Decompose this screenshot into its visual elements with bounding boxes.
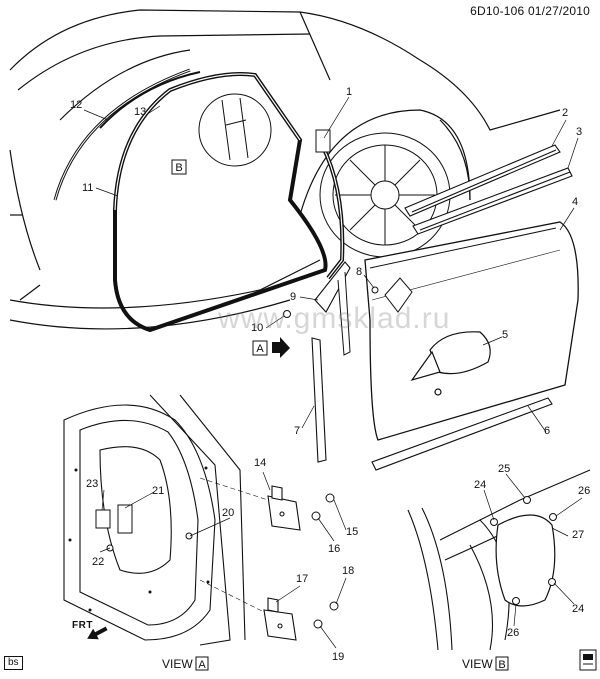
part-label-11: 11 [82, 182, 93, 194]
leader-dashes [199, 477, 269, 613]
part-label-22: 22 [92, 556, 104, 568]
part-label-5: 5 [502, 329, 508, 341]
part-label-26: 26 [578, 485, 590, 497]
leader-lines [83, 96, 583, 649]
hinge-bolts [311, 493, 339, 629]
part-label-12: 12 [70, 99, 82, 111]
part-label-13: 13 [134, 106, 146, 118]
part-label-24: 24 [474, 479, 486, 491]
window-regulator [95, 504, 193, 552]
front-label: FRT [72, 620, 93, 631]
door-inner-frame [63, 394, 246, 646]
quarter-trim-panel [495, 514, 556, 607]
part-label-21: 21 [152, 485, 164, 497]
part-label-2: 2 [562, 107, 568, 119]
view-b-letter: B [498, 659, 505, 671]
part-label-4: 4 [572, 196, 578, 208]
part-label-7: 7 [294, 425, 300, 437]
part-label-18: 18 [342, 565, 354, 577]
view-a-arrow [272, 337, 290, 358]
front-arrow [87, 626, 108, 640]
callout-a-box [252, 340, 268, 356]
callout-a-letter: A [256, 343, 264, 355]
corner-tag: bs [4, 656, 23, 670]
part-label-17: 17 [296, 573, 308, 585]
door-panel [364, 221, 579, 441]
callout-b-box [171, 159, 187, 175]
part-label-16: 16 [328, 543, 340, 555]
part-label-1: 1 [346, 86, 352, 98]
part-label-6: 6 [544, 425, 550, 437]
part-label-20: 20 [222, 507, 234, 519]
diagram-reference: 6D10-106 01/27/2010 [470, 4, 590, 18]
part-label-24-lower: 24 [572, 603, 584, 615]
callout-b-letter: B [175, 162, 182, 174]
mirror-bolt [371, 286, 379, 294]
mirror-patch [314, 261, 351, 313]
upper-hinge [267, 485, 301, 531]
view-a-scatter-dots [68, 466, 210, 612]
part-label-9: 9 [290, 291, 296, 303]
part-number-labels: 1 2 3 4 5 6 7 8 9 10 11 12 13 14 15 16 1… [70, 86, 590, 663]
detail-circle [198, 93, 272, 167]
window-channel [311, 337, 327, 463]
roof-rail-seal [99, 71, 201, 129]
part-label-3: 3 [576, 126, 582, 138]
part-label-26-lower: 26 [507, 627, 519, 639]
view-b-word: VIEW [462, 657, 493, 671]
lower-hinge [263, 597, 297, 641]
part-label-8: 8 [356, 266, 362, 278]
lower-door-molding [371, 397, 553, 471]
part-label-19: 19 [332, 651, 344, 663]
part-label-27: 27 [572, 529, 584, 541]
part-label-15: 15 [346, 526, 358, 538]
view-a-letter: A [198, 659, 206, 671]
belt-moldings [404, 144, 573, 235]
part-label-23: 23 [86, 478, 98, 490]
outside-mirror [410, 331, 491, 396]
watermark: www.gmsklad.ru [218, 302, 451, 335]
diagram-date: 01/27/2010 [527, 4, 590, 18]
part-label-25: 25 [498, 463, 510, 475]
view-a-word: VIEW [162, 657, 193, 671]
fastener [283, 310, 291, 318]
part-label-14: 14 [254, 457, 266, 469]
diagram-ref-code: 6D10-106 [470, 4, 525, 18]
book-icon [579, 649, 597, 671]
part-label-10: 10 [251, 322, 263, 334]
